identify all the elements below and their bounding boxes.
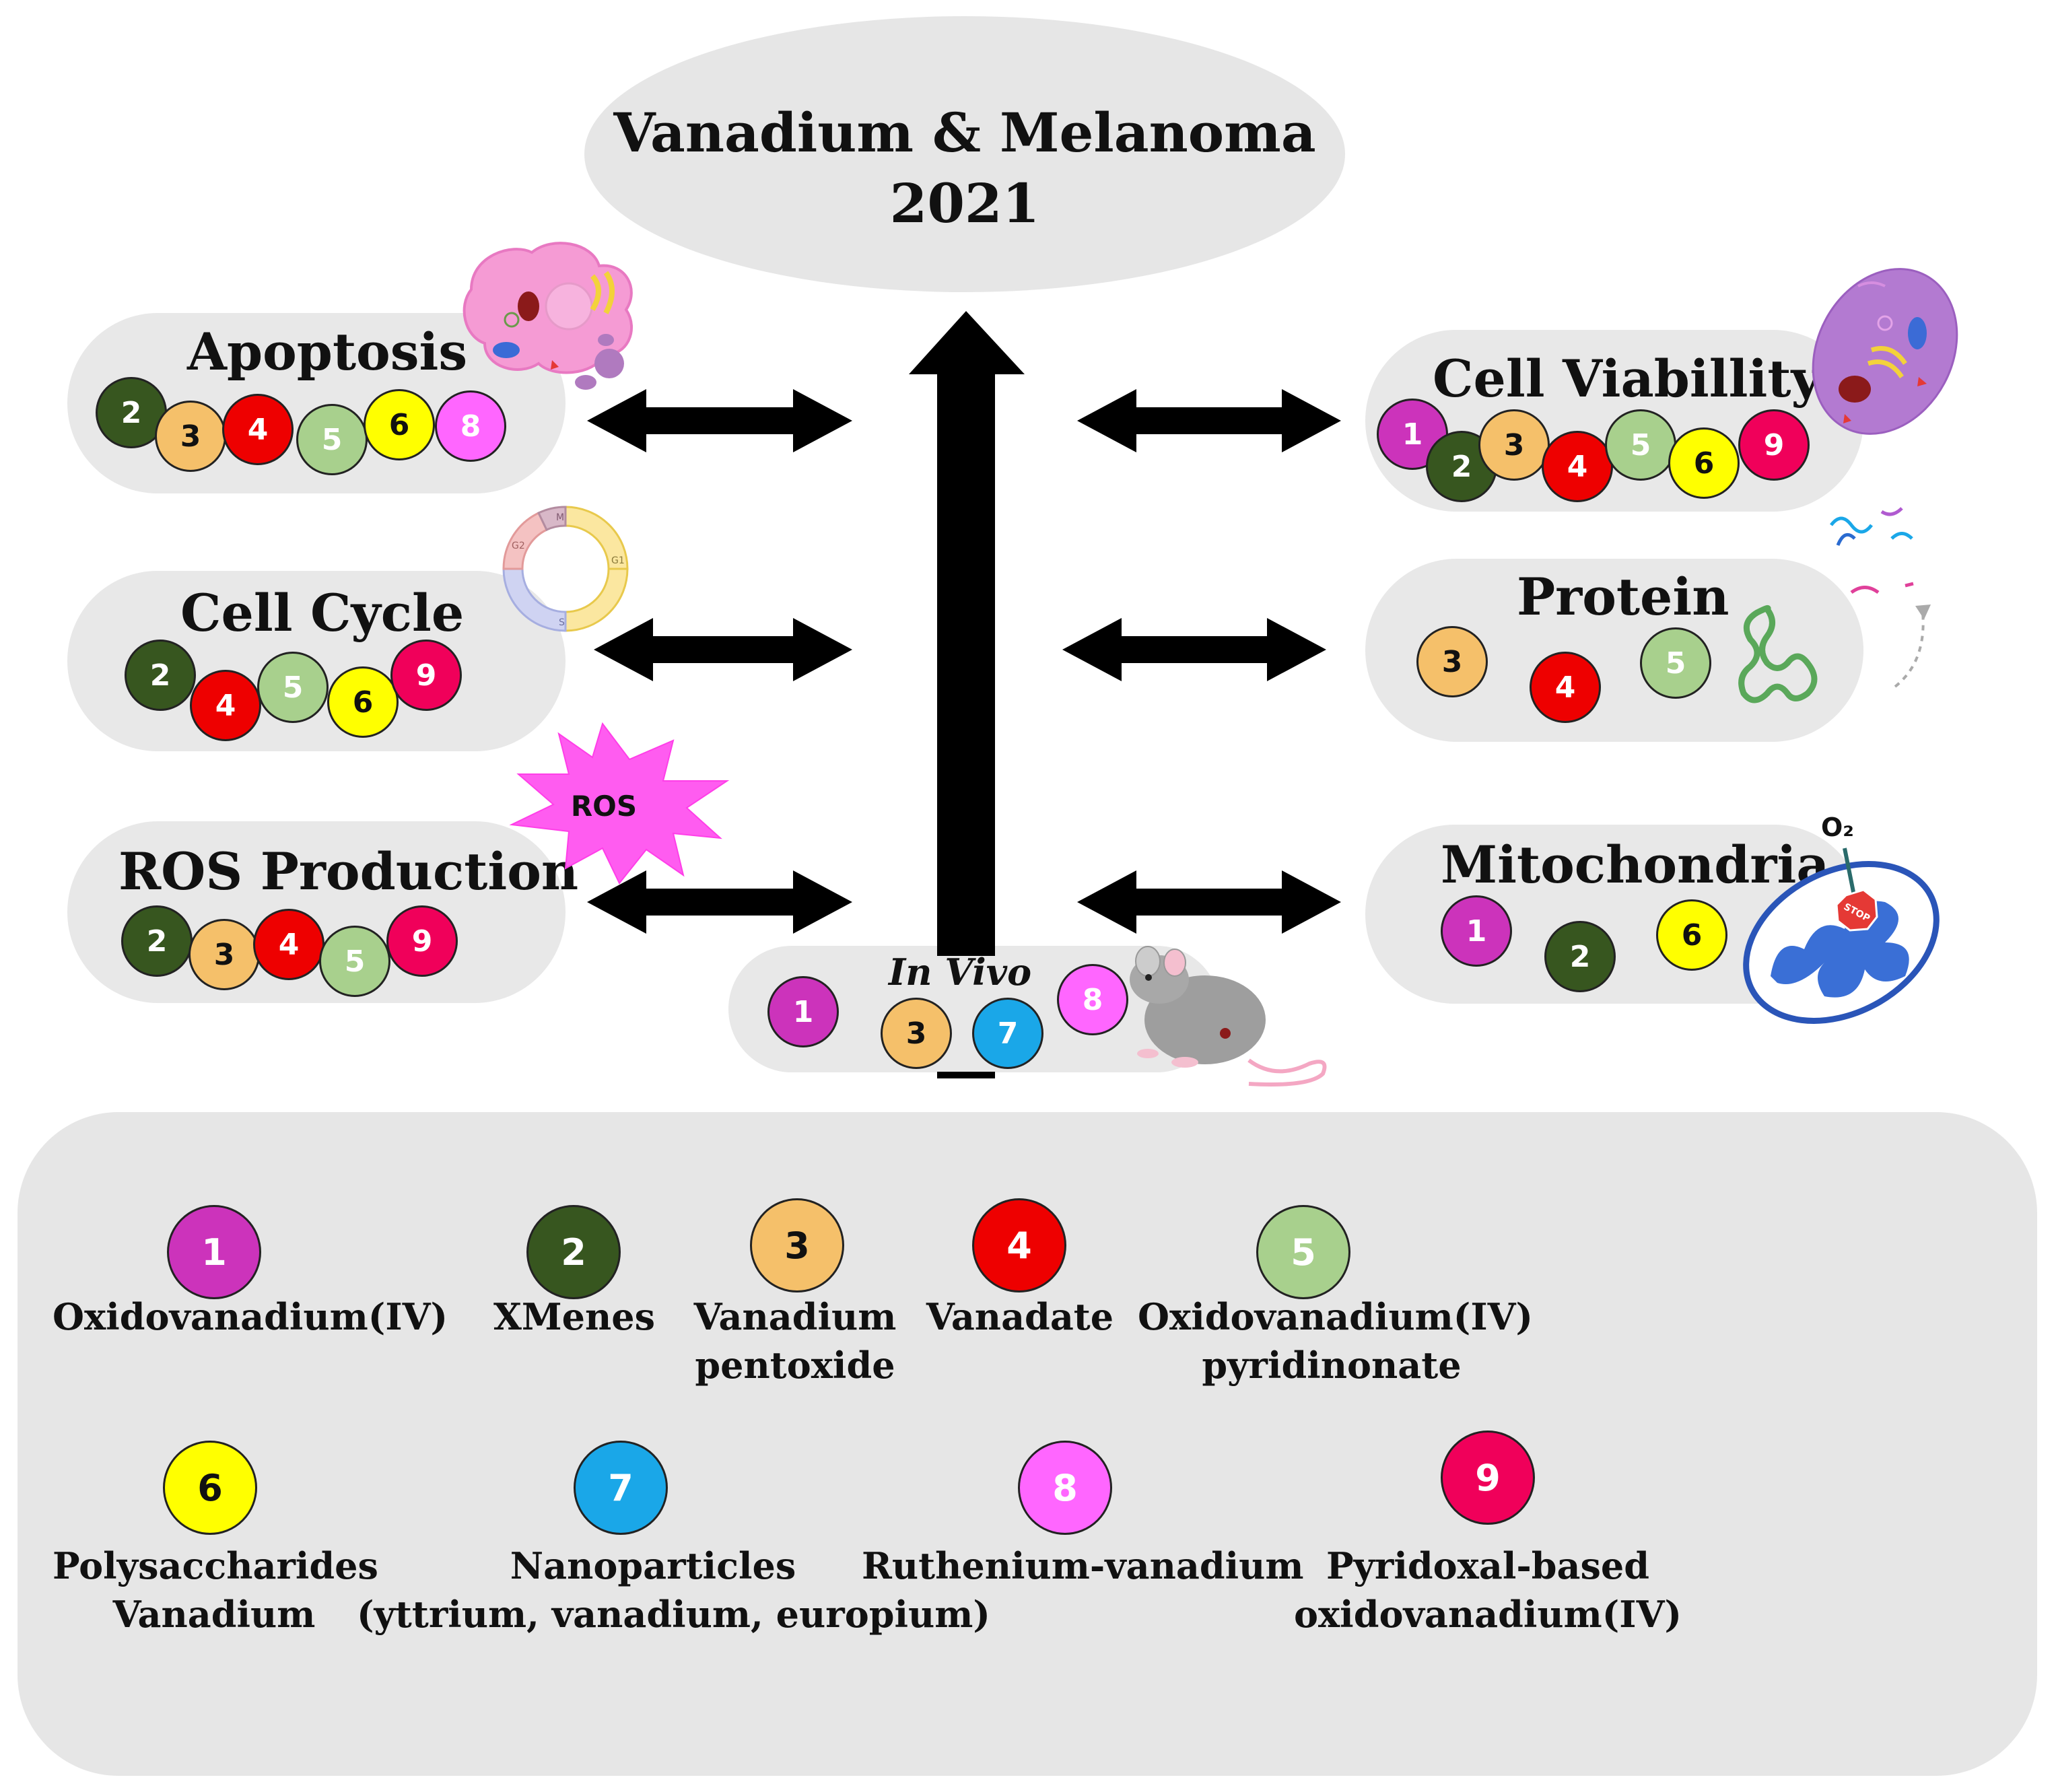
cell-cycle-icon: G1 S G2 M — [502, 506, 629, 632]
cell-viability-heading: Cell Viabillity — [1433, 349, 1821, 409]
legend-label-2-line1: XMenes — [493, 1295, 656, 1338]
viability-compound-9: 9 — [1738, 409, 1810, 481]
legend-label-5: Oxidovanadium(IV) pyridinonate — [1138, 1293, 1534, 1389]
cell-cycle-heading: Cell Cycle — [180, 583, 465, 643]
legend-label-4-line1: Vanadate — [926, 1295, 1114, 1338]
ros-compound-3: 3 — [189, 919, 260, 990]
apoptosis-heading: Apoptosis — [187, 322, 468, 382]
cell-cycle-compound-4: 4 — [190, 670, 261, 741]
legend-compound-2: 2 — [526, 1205, 621, 1299]
in-vivo-compound-1: 1 — [767, 976, 839, 1047]
protein-compound-5: 5 — [1640, 627, 1711, 699]
o2-label: O₂ — [1821, 813, 1854, 842]
double-arrow-cell-cycle — [594, 618, 852, 681]
viability-compound-6: 6 — [1668, 427, 1740, 499]
apoptosis-compound-3: 3 — [155, 401, 226, 472]
double-arrow-ros — [587, 870, 852, 934]
legend-compound-4: 4 — [972, 1198, 1066, 1293]
protein-heading: Protein — [1517, 567, 1729, 627]
double-arrow-apoptosis — [587, 389, 852, 452]
legend-label-7-line1: Nanoparticles — [510, 1544, 796, 1587]
legend-label-5-line1: Oxidovanadium(IV) — [1138, 1295, 1534, 1338]
legend-compound-7: 7 — [574, 1441, 668, 1535]
diagram-title-line1: Vanadium & Melanoma — [613, 101, 1316, 164]
legend-label-9: Pyridoxal-based oxidovanadium(IV) — [1293, 1542, 1683, 1639]
in-vivo-compound-8: 8 — [1057, 964, 1128, 1035]
apoptosis-compound-4: 4 — [222, 394, 294, 465]
legend-compound-3: 3 — [750, 1198, 844, 1293]
legend-compound-1: 1 — [167, 1205, 261, 1299]
apoptosis-compound-8: 8 — [435, 390, 506, 462]
legend-compound-5: 5 — [1256, 1205, 1350, 1299]
legend-label-7-line2: (yttrium, vanadium, europium) — [357, 1593, 990, 1636]
phase-label-m: M — [556, 512, 564, 523]
legend-label-8: Ruthenium-vanadium — [862, 1542, 1304, 1590]
legend-label-1: Oxidovanadium(IV) — [53, 1293, 448, 1341]
phase-label-s: S — [559, 617, 565, 628]
legend-compound-9: 9 — [1441, 1431, 1535, 1525]
ros-compound-9: 9 — [386, 905, 458, 977]
mitochondria-heading: Mitochondria — [1441, 835, 1830, 895]
phase-label-g2: G2 — [512, 541, 525, 551]
legend-label-8-line1: Ruthenium-vanadium — [862, 1544, 1304, 1587]
central-up-arrow — [909, 311, 1025, 1078]
double-arrow-mitochondria — [1077, 870, 1341, 934]
viability-compound-5: 5 — [1605, 409, 1676, 481]
viable-cell-icon — [1812, 268, 1958, 435]
legend-label-6-line1: Polysaccharides — [53, 1544, 378, 1587]
mouse-icon — [1130, 946, 1327, 1087]
ros-compound-5: 5 — [319, 926, 390, 997]
legend-label-3-line2: pentoxide — [695, 1344, 895, 1387]
protein-compound-3: 3 — [1416, 626, 1488, 697]
phase-label-g1: G1 — [611, 555, 625, 566]
apoptosis-compound-5: 5 — [296, 404, 368, 475]
legend-compound-8: 8 — [1018, 1441, 1112, 1535]
cell-cycle-compound-6: 6 — [327, 666, 399, 738]
ros-burst-icon: ROS — [509, 722, 730, 885]
legend-compound-6: 6 — [163, 1441, 257, 1535]
double-arrow-cell-viability — [1077, 389, 1341, 452]
viability-compound-4: 4 — [1542, 431, 1613, 502]
protein-compound-4: 4 — [1530, 652, 1601, 723]
ros-compound-4: 4 — [253, 909, 324, 980]
protein-icon — [1738, 507, 1931, 703]
legend-label-2: XMenes — [486, 1293, 662, 1341]
legend-label-1-line1: Oxidovanadium(IV) — [53, 1295, 448, 1338]
in-vivo-compound-3: 3 — [881, 998, 952, 1069]
apoptotic-cell-icon — [462, 242, 633, 390]
viability-compound-3: 3 — [1478, 409, 1550, 481]
mitochondrion-icon: STOP O₂ — [1743, 813, 1940, 1024]
legend-label-3-line1: Vanadium — [693, 1295, 897, 1338]
apoptosis-compound-6: 6 — [364, 389, 435, 460]
legend-label-7: Nanoparticles (yttrium, vanadium, europi… — [357, 1542, 990, 1639]
legend-label-9-line2: oxidovanadium(IV) — [1293, 1593, 1682, 1636]
legend-label-6-line2: Vanadium — [112, 1593, 316, 1636]
ros-production-heading: ROS Production — [118, 841, 579, 901]
mitochondria-compound-2: 2 — [1544, 921, 1616, 992]
mitochondria-compound-6: 6 — [1656, 899, 1727, 971]
ros-burst-label: ROS — [571, 790, 637, 823]
legend-label-9-line1: Pyridoxal-based — [1326, 1544, 1650, 1587]
legend-label-3: Vanadium pentoxide — [676, 1293, 914, 1389]
cell-cycle-compound-2: 2 — [125, 640, 196, 711]
cell-cycle-compound-9: 9 — [390, 640, 462, 711]
legend-label-5-line2: pyridinonate — [1202, 1344, 1462, 1387]
title-bubble — [584, 16, 1345, 292]
mitochondria-compound-1: 1 — [1441, 895, 1512, 967]
cell-cycle-compound-5: 5 — [257, 652, 329, 723]
double-arrow-protein — [1062, 618, 1326, 681]
legend-label-4: Vanadate — [902, 1293, 1138, 1341]
legend-label-6: Polysaccharides Vanadium — [53, 1542, 378, 1639]
in-vivo-heading: In Vivo — [889, 951, 1032, 994]
in-vivo-compound-7: 7 — [972, 998, 1043, 1069]
diagram-title-line2: 2021 — [889, 172, 1040, 235]
ros-compound-2: 2 — [121, 905, 193, 977]
